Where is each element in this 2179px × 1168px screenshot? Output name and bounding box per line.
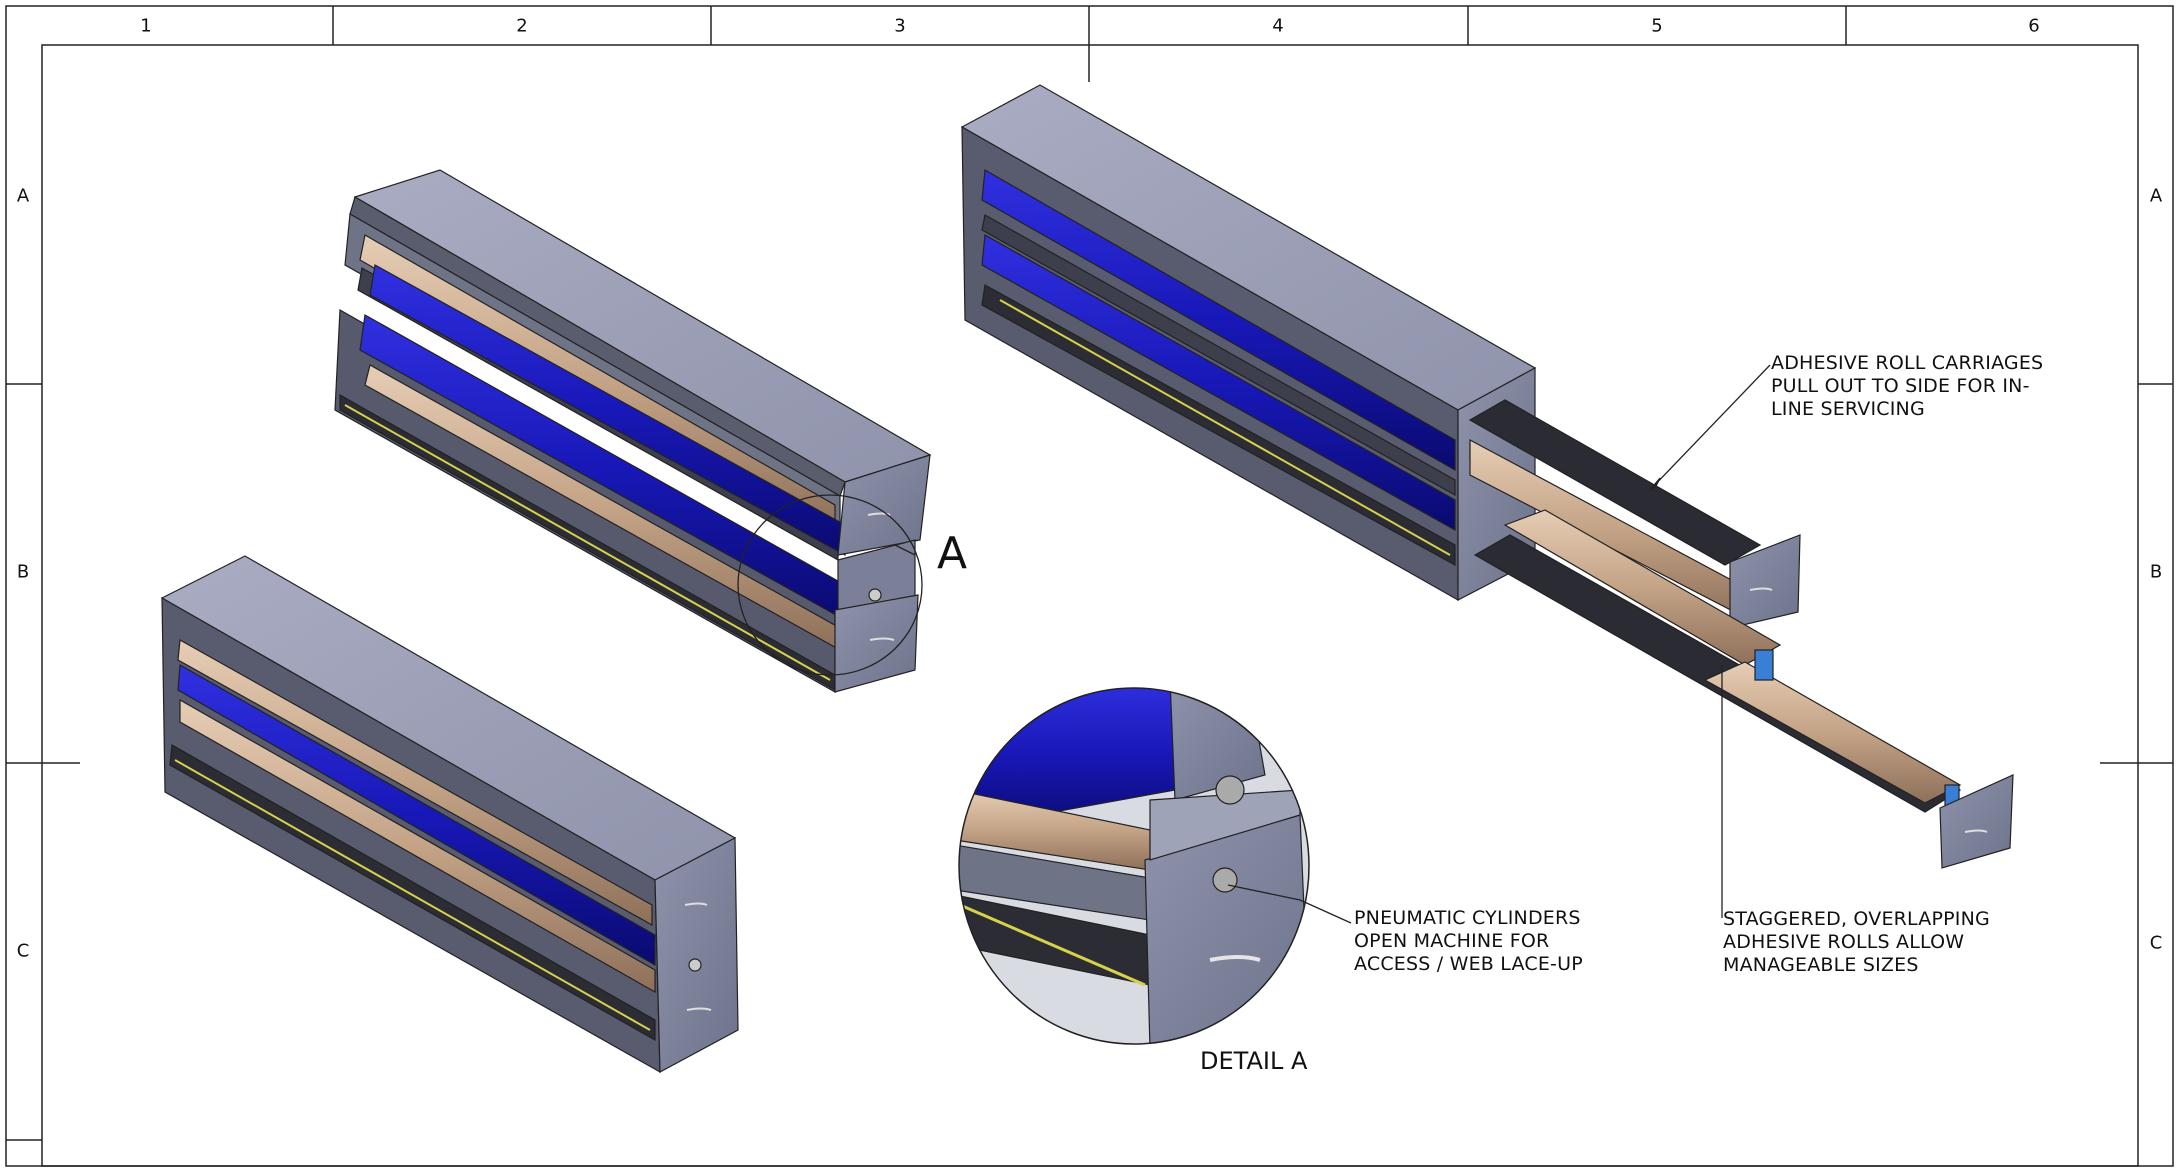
detail-marker-label: A [937, 528, 968, 579]
zone-col-2: 2 [516, 15, 528, 37]
detail-title: DETAIL A [1200, 1047, 1308, 1075]
machine-opened-view [334, 169, 932, 694]
zone-row-a-right: A [2149, 185, 2163, 207]
leader-lines [894, 364, 1771, 924]
zone-row-c-left: C [16, 940, 30, 962]
zone-col-4: 4 [1272, 15, 1284, 37]
machine-closed-view [160, 555, 739, 1074]
zone-col-6: 6 [2028, 15, 2040, 37]
callout-pneumatic: PNEUMATIC CYLINDERS OPEN MACHINE FOR ACC… [1354, 907, 1583, 975]
callout-staggered: STAGGERED, OVERLAPPING ADHESIVE ROLLS AL… [1723, 908, 1990, 976]
zone-row-b-left: B [16, 561, 30, 583]
zone-col-1: 1 [140, 15, 152, 37]
detail-a-view [958, 687, 1310, 1045]
zone-col-3: 3 [894, 15, 906, 37]
machine-extended-view [960, 84, 2014, 869]
zone-row-b-right: B [2149, 561, 2163, 583]
zone-row-a-left: A [16, 185, 30, 207]
zone-row-c-right: C [2149, 932, 2163, 954]
sheet-border [5, 5, 2174, 1167]
zone-col-5: 5 [1651, 15, 1663, 37]
callout-carriages: ADHESIVE ROLL CARRIAGES PULL OUT TO SIDE… [1771, 352, 2044, 420]
